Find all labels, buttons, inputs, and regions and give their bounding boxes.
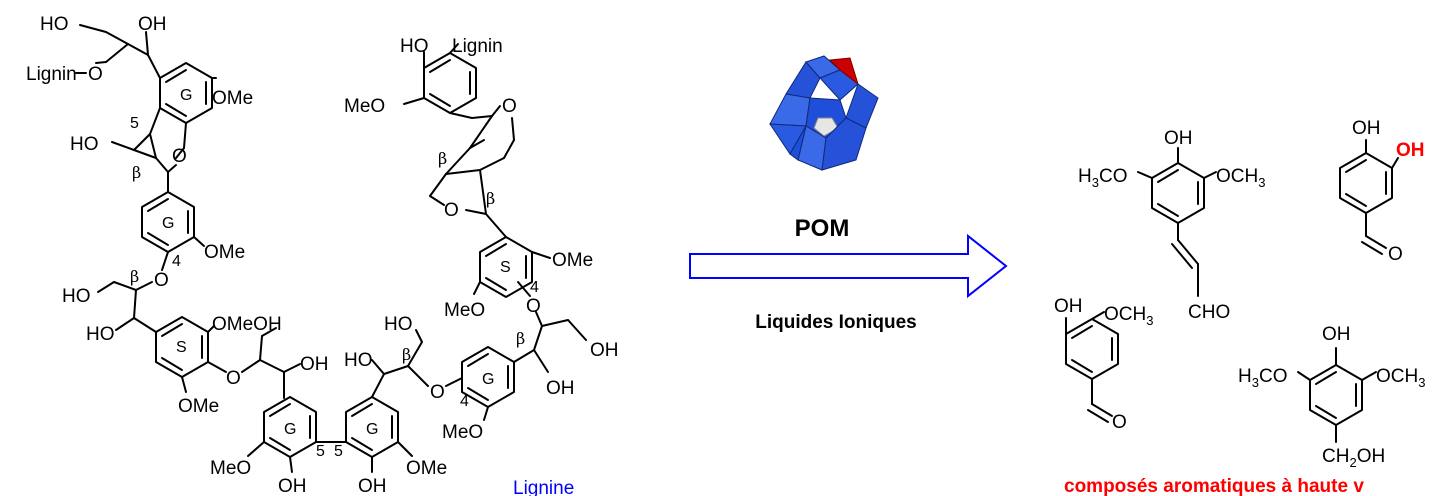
o-label: O [526, 296, 541, 317]
solvent-label: Liquides Ioniques [755, 312, 917, 333]
lignin-structure: G OMe 5 OH HO Lignin O O [26, 14, 619, 496]
ome-label: OMe [204, 242, 245, 263]
position-5-label: 5 [130, 115, 139, 132]
product-vanillin: OH OCH3 O [1054, 296, 1153, 433]
position-4-label: 4 [530, 279, 539, 296]
products-caption: composés aromatiques à haute v [1064, 476, 1364, 496]
oh-label: OH [358, 476, 387, 496]
lignin-name-label: Lignine [513, 478, 574, 496]
ome-label: OMe [406, 458, 447, 479]
beta-label: β [486, 189, 495, 208]
ring-label-s: S [176, 339, 187, 356]
right-chain-upper: OH β OH O [516, 281, 619, 399]
ome-label: OMe [552, 250, 593, 271]
ome-oh-label: OMeOH [212, 314, 282, 335]
o-label: O [154, 270, 169, 291]
central-chain: OH [241, 327, 329, 399]
position-4-label: 4 [172, 253, 181, 270]
oh-label: OH [278, 476, 307, 496]
resinol-core: O O β β [429, 96, 517, 221]
ho-label: HO [40, 14, 69, 35]
beta-o-4-chain: β HO HO [62, 267, 157, 345]
ring-s-right: S 4 OMe MeO [444, 213, 593, 321]
ho-label: HO [62, 286, 91, 307]
oh-label: OH [1352, 118, 1381, 139]
oh-label: OH [1164, 128, 1193, 149]
meo-label: MeO [444, 300, 485, 321]
ho-label: HO [344, 350, 373, 371]
beta-label: β [438, 149, 447, 168]
ome-label: OMe [178, 396, 219, 417]
oh-label: OH [1054, 296, 1083, 317]
ring-label-g: G [366, 421, 378, 438]
oh-highlight-label: OH [1396, 140, 1425, 161]
ring-label-g: G [482, 371, 494, 388]
product-syringyl-alcohol: OH H3CO OCH3 CH2OH [1238, 324, 1425, 470]
ho-label: HO [384, 314, 413, 335]
reaction-arrow [689, 233, 1008, 299]
h3co-label: H3CO [1078, 166, 1127, 190]
o-label: O [430, 382, 445, 403]
oh-label: OH [546, 378, 575, 399]
oh-label: OH [300, 354, 329, 375]
top-side-chain: OH HO Lignin O [26, 14, 167, 85]
ring-label-s: S [500, 259, 511, 276]
beta-label: β [402, 345, 411, 364]
right-beta-o-4-chain: HO β HO O [344, 314, 463, 403]
ring-g-biphenyl-left: G MeO OH 5 [210, 396, 325, 496]
ring-label-g: G [162, 215, 174, 232]
beta-label: β [132, 163, 141, 182]
o-label: O [1112, 412, 1127, 433]
ho-label: HO [400, 36, 429, 57]
position-4-label: 4 [460, 393, 469, 410]
o-label: O [88, 64, 103, 85]
ring-g-right: G 4 MeO [442, 346, 535, 443]
coumaran-ring: O HO β [70, 133, 187, 193]
beta-label: β [516, 329, 525, 348]
pom-cluster-icon [769, 55, 879, 171]
ring-label-g: G [284, 421, 296, 438]
o-label: O [444, 200, 459, 221]
ho-label: HO [70, 134, 99, 155]
meo-label: MeO [210, 458, 251, 479]
product-sinapaldehyde: OH H3CO OCH3 CHO [1078, 128, 1265, 323]
ch2oh-label: CH2OH [1322, 446, 1385, 470]
oh-label: OH [1322, 324, 1351, 345]
position-5-label: 5 [316, 443, 325, 460]
oh-label: OH [138, 14, 167, 35]
ring-s-left: S OMeOH OMe O [155, 314, 282, 417]
och3-label: OCH3 [1104, 304, 1153, 328]
ring-g-middle: G OMe 4 O [141, 191, 245, 291]
ring-label-g: G [180, 87, 192, 104]
catalyst-label: POM [795, 215, 850, 242]
ring-g-top: G OMe 5 [130, 54, 253, 149]
o-label: O [1388, 244, 1403, 265]
o-label: O [172, 146, 187, 167]
lignin-link-label: Lignin [26, 64, 77, 85]
meo-label: MeO [442, 422, 483, 443]
och3-label: OCH3 [1376, 366, 1425, 390]
cho-label: CHO [1188, 302, 1230, 323]
oh-label: OH [590, 340, 619, 361]
och3-label: OCH3 [1216, 166, 1265, 190]
h3co-label: H3CO [1238, 366, 1287, 390]
o-label: O [226, 368, 241, 389]
product-protocatechualdehyde: OH OH O [1339, 118, 1425, 265]
position-5-label: 5 [334, 443, 343, 460]
ho-label: HO [86, 324, 115, 345]
o-label: O [502, 96, 517, 117]
beta-label: β [130, 267, 139, 286]
ring-g-top-right: HO Lignin MeO [344, 36, 503, 119]
meo-label: MeO [344, 96, 385, 117]
lignin-link-label: Lignin [452, 36, 503, 57]
ring-g-biphenyl-right: G 5 OH OMe [334, 373, 447, 496]
ome-label: OMe [212, 88, 253, 109]
